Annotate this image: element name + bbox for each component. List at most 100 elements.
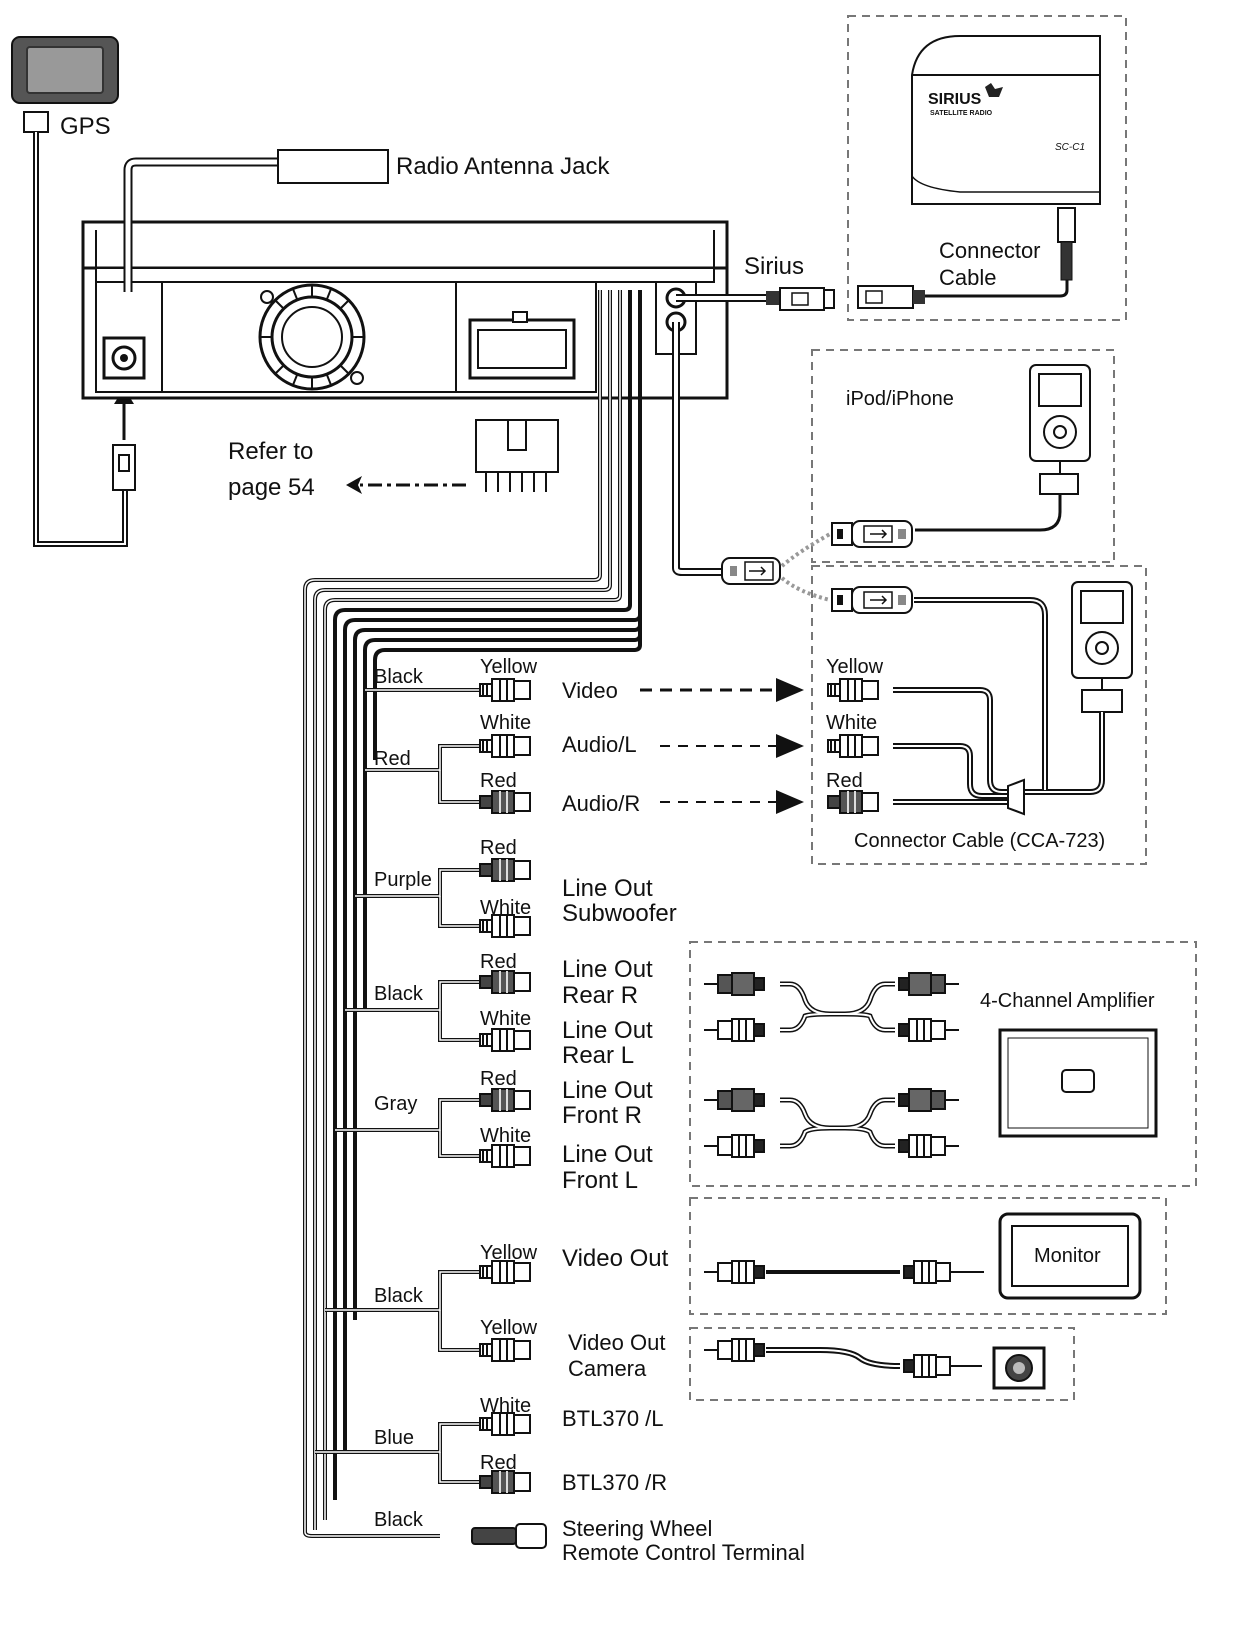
wire-label-g7: Blue [374,1427,414,1449]
cca-usb-plug [831,586,913,614]
monitor-label: Monitor [1034,1245,1101,1267]
func-camera-1: Video Out [568,1330,665,1355]
func-front-l-1: Line Out [562,1141,653,1168]
plug-color-7: Red [480,1068,517,1090]
amp-dashed-box [689,941,1197,1187]
func-rear-l-2: Rear L [562,1042,634,1069]
plug-sub-red [479,858,531,882]
plug-front-r [479,1088,531,1112]
wire-label-g1: Black [374,666,424,688]
plug-rear-l [479,1028,531,1052]
plug-color-4: White [480,897,531,919]
func-steering-2: Remote Control Terminal [562,1540,805,1565]
monitor-rca-cable [703,1260,984,1284]
monitor-dashed-box [689,1197,1167,1315]
sirius-logo-sub: SATELLITE RADIO [930,110,993,117]
amp-label: 4-Channel Amplifier [980,990,1155,1012]
func-line-out: Line Out [562,875,653,902]
func-rear-l-1: Line Out [562,1017,653,1044]
radio-antenna-jack-label: Radio Antenna Jack [396,153,610,180]
cca-label-0: Yellow [826,656,884,678]
cca-cable-label: Connector Cable (CCA-723) [854,830,1105,852]
wire-label-g6: Black [374,1285,424,1307]
connector-cable-label-1: Connector [939,238,1041,263]
func-rear-r-2: Rear R [562,982,638,1009]
plug-color-11: White [480,1395,531,1417]
amp-rca-cables [703,972,960,1158]
wire-label-g3: Purple [374,869,432,891]
plug-color-0: Yellow [480,656,538,678]
func-front-r-2: Front R [562,1102,642,1129]
refer-to-label: Refer to [228,438,313,465]
camera-dashed-box [689,1327,1075,1401]
camera-rca-cable [703,1338,982,1378]
func-audio-l: Audio/L [562,732,637,757]
sirius-model: SC-C1 [1055,142,1085,153]
plug-color-6: White [480,1008,531,1030]
plug-video-out [479,1260,531,1284]
func-front-r-1: Line Out [562,1077,653,1104]
func-rear-r-1: Line Out [562,956,653,983]
func-audio-r: Audio/R [562,791,640,816]
cca-label-2: Red [826,770,863,792]
plug-audio-l [479,734,531,758]
ipod-device-icon [915,364,1091,532]
power-connector [346,419,559,494]
wire-label-g2: Red [374,748,411,770]
wire-label-g5: Gray [374,1093,417,1115]
sirius-module: SIRIUS SATELLITE RADIO SC-C1 [857,35,1101,309]
plug-color-3: Red [480,837,517,859]
sirius-dashed-box [847,15,1127,321]
connection-arrows [640,678,804,814]
sirius-cable [676,287,835,311]
ipod-dashed-box [811,349,1115,563]
func-subwoofer: Subwoofer [562,900,677,927]
cca-dashed-box [811,565,1147,865]
cca-white-plug [827,734,879,758]
wire-branches [315,688,480,1484]
gps-antenna [11,36,136,547]
plug-video [479,678,531,702]
sirius-logo: SIRIUS [928,91,982,108]
func-steering-1: Steering Wheel [562,1516,712,1541]
plug-color-5: Red [480,951,517,973]
func-btl-l: BTL370 /L [562,1406,664,1431]
plug-audio-r [479,790,531,814]
func-video-out: Video Out [562,1245,669,1272]
plug-color-1: White [480,712,531,734]
cca-label-1: White [826,712,877,734]
cca-yellow-plug [827,678,879,702]
cca-red-plug [827,790,879,814]
func-camera-2: Camera [568,1356,647,1381]
ipod-label: iPod/iPhone [846,388,954,410]
cca-ipod-icon [1071,581,1133,713]
monitor-icon [998,1212,1142,1300]
plug-color-2: Red [480,770,517,792]
wire-label-g8: Black [374,1509,424,1531]
gps-label: GPS [60,113,111,140]
usb-cable [672,322,831,602]
func-front-l-2: Front L [562,1167,638,1194]
plug-color-8: White [480,1125,531,1147]
plug-color-9: Yellow [480,1242,538,1264]
plug-rear-r [479,970,531,994]
func-btl-r: BTL370 /R [562,1470,667,1495]
camera-icon [992,1346,1046,1390]
plug-color-12: Red [480,1452,517,1474]
plug-btl-r [479,1470,531,1494]
ipod-usb-plug [831,520,913,548]
amplifier-icon [998,1028,1158,1138]
wire-label-g4: Black [374,983,424,1005]
sirius-label: Sirius [744,253,804,280]
plug-steering-wheel [471,1523,547,1549]
cca-cable-bundle [893,597,1105,805]
func-video: Video [562,678,618,703]
refer-page-label: page 54 [228,474,315,501]
plug-front-l [479,1144,531,1168]
plug-color-10: Yellow [480,1317,538,1339]
plug-camera [479,1338,531,1362]
radio-antenna-cable [123,149,389,292]
connector-cable-label-2: Cable [939,265,996,290]
